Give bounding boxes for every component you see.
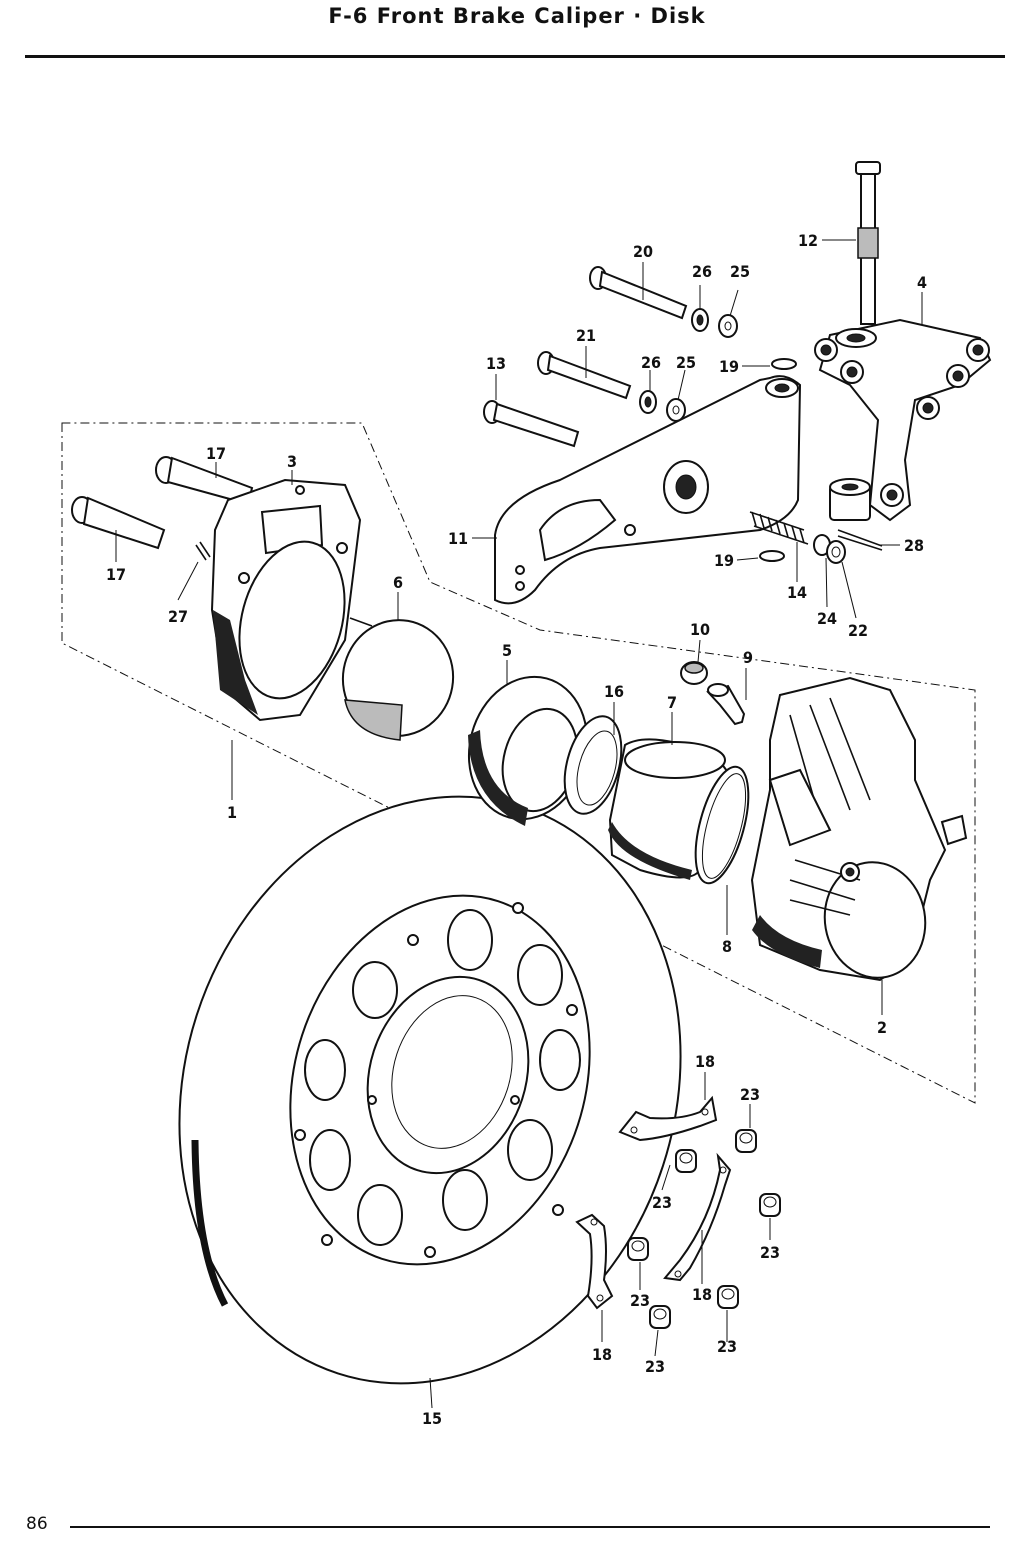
callout-15: 15: [422, 1409, 442, 1428]
callout-18-left: 18: [592, 1345, 612, 1364]
page-number: 86: [26, 1514, 48, 1534]
disk-bolt-holes: [294, 902, 578, 1258]
callout-16: 16: [604, 682, 624, 701]
callout-19-lower: 19: [714, 551, 734, 570]
bolt-21: [537, 351, 632, 400]
callout-11: 11: [448, 529, 468, 548]
pad-carrier: [195, 478, 362, 722]
boot-16: [563, 715, 623, 815]
brake-disk: [178, 795, 682, 1385]
callout-18-right: 18: [692, 1285, 712, 1304]
bleeder-valve: [706, 683, 746, 726]
callout-23-a: 23: [740, 1085, 760, 1104]
caliper-arm: [494, 375, 802, 605]
callout-19-upper: 19: [719, 357, 739, 376]
disk-cutouts: [304, 909, 581, 1246]
callout-1: 1: [227, 803, 237, 822]
lock-plates: [575, 1095, 732, 1310]
bolt-20: [589, 266, 688, 320]
callout-23-f: 23: [645, 1357, 665, 1376]
spring-assembly: [749, 511, 883, 564]
nuts: [627, 1129, 781, 1329]
callout-25-upper: 25: [730, 262, 750, 281]
callout-13: 13: [486, 354, 506, 373]
caliper-bracket: [814, 318, 992, 522]
callout-3: 3: [287, 452, 297, 471]
callout-5: 5: [502, 641, 512, 660]
bleeder-cap: [680, 661, 708, 685]
small-cap: [940, 814, 968, 846]
caliper-body: [750, 676, 947, 982]
callout-27: 27: [168, 607, 188, 626]
callout-8: 8: [722, 937, 732, 956]
callout-12: 12: [798, 231, 818, 250]
callout-7: 7: [667, 693, 677, 712]
callout-23-c: 23: [760, 1243, 780, 1262]
callout-4: 4: [917, 273, 927, 292]
callout-14: 14: [787, 583, 807, 602]
washers: [639, 308, 797, 562]
header-rule: [25, 55, 1005, 58]
callout-23-b: 23: [652, 1193, 672, 1212]
callout-20: 20: [633, 242, 653, 261]
bolt-17-upper: [155, 456, 254, 506]
page-title: F-6 Front Brake Caliper · Disk: [328, 4, 706, 28]
bolt-17-lower: [71, 496, 166, 550]
pivot-bolt: [855, 161, 881, 325]
callout-10: 10: [690, 620, 710, 639]
callout-28: 28: [904, 536, 924, 555]
callout-9: 9: [743, 648, 753, 667]
assembly-outline: [61, 422, 976, 1104]
footer-rule: [70, 1526, 990, 1528]
callout-23-d: 23: [630, 1291, 650, 1310]
leader-lines: [115, 239, 923, 1409]
callout-22: 22: [848, 621, 868, 640]
ring-8: [694, 765, 750, 885]
bolt-13: [483, 400, 580, 448]
brake-pad: [341, 617, 455, 741]
callout-21: 21: [576, 326, 596, 345]
callout-labels: 1 2 3 4 5 6 7 8 9 10 11 12 13 14 15 16 1…: [106, 231, 927, 1428]
callout-17-lower: 17: [106, 565, 126, 584]
callout-17-upper: 17: [206, 444, 226, 463]
callout-26-lower: 26: [641, 353, 661, 372]
callout-18-top: 18: [695, 1052, 715, 1071]
callout-25-lower: 25: [676, 353, 696, 372]
callout-2: 2: [877, 1018, 887, 1037]
seal-ring-5: [467, 675, 589, 826]
callout-23-e: 23: [717, 1337, 737, 1356]
callout-24: 24: [817, 609, 837, 628]
callout-6: 6: [393, 573, 403, 592]
callout-26-upper: 26: [692, 262, 712, 281]
